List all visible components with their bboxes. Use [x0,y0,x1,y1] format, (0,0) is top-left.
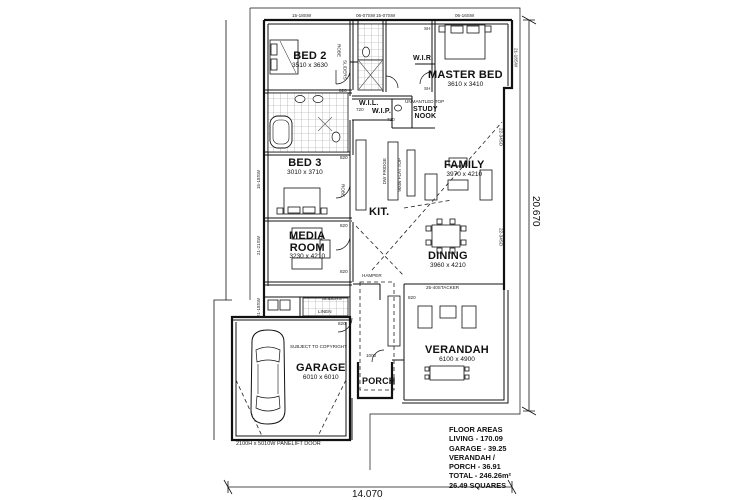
master-bed-name: MASTER BED [428,69,503,81]
flat-top-note: 900w FLAT TOP [397,158,402,192]
window-code-family-right2: 22-34SD [498,228,504,247]
dining-label: DINING 3960 x 4210 [428,250,468,269]
dining-name: DINING [428,250,468,262]
study-name: STUDY [413,106,438,113]
overall-width-dim: 14.070 [352,489,383,500]
wip-name: W.I.P. [372,108,391,115]
window-code-laundry-left: 21-18SW [256,298,261,318]
floor-area-squares: 26.49 SQUARES [449,480,507,490]
door-dim-5: 820 [340,223,348,228]
garage-label: GARAGE 6010 x 6010 [296,362,346,381]
media-room-name: MEDIA [289,230,326,242]
bed3-dims: 3010 x 3710 [287,168,323,176]
dw-fridge-note: DW FRIDGE [382,158,387,185]
bed3-name: BED 3 [288,157,322,169]
verandah-dims: 6100 x 4900 [439,355,475,363]
family-dims: 3970 x 4210 [446,170,483,178]
copyright-note: SUBJECT TO COPYRIGHT [290,344,347,349]
stacker-note: 25-40STACKER [426,285,460,290]
sh-note-2: SH [424,86,431,91]
family-name: FAMILY [444,159,485,171]
robe-note-bed2: ROBE [336,44,342,58]
floor-area-garage: GARAGE - 39.25 [449,443,507,453]
wil-name: W.I.L. [359,100,379,107]
wil-label: W.I.L. [359,100,378,107]
window-code-ens-top2: 15-07SW [376,13,396,18]
unmantled-top-note: UNMANTLED TOP [405,99,445,104]
hamper-note: HAMPER [362,273,382,278]
sliders-note-2: SLIDERS [322,296,342,301]
linen-note: LINEN [318,309,332,314]
porch-name: PORCH [362,376,396,386]
study-name2: NOOK [414,113,437,121]
bed2-dims: 3510 x 3630 [292,61,328,69]
wir-label: W.I.R. [413,55,433,62]
floor-area-total: TOTAL - 246.26m² [449,471,512,481]
media-room-name2: ROOM [289,241,325,254]
kitchen-label: KIT. [369,206,390,219]
floor-areas-block: FLOOR AREAS LIVING - 170.09 GARAGE - 39.… [449,425,511,490]
door-dim-6: 820 [340,269,348,274]
garage-door-note: 2100H x 5010W PANELIFT DOOR [236,441,321,447]
window-code-bed3-left: 15-18SW [256,170,261,190]
study-nook-label: STUDY NOOK [413,106,438,121]
porch-label: PORCH [362,376,396,386]
window-code-ens-top1: 06-07SW [356,13,376,18]
door-dim-3: 720 [356,107,364,112]
garage-name: GARAGE [296,362,346,374]
door-dim-9: 1000 [366,353,377,358]
family-label: FAMILY 3970 x 4210 [444,159,485,178]
wip-label: W.I.P. [372,108,391,115]
verandah-name: VERANDAH [425,344,489,356]
floor-area-porch: PORCH - 36.91 [449,462,501,472]
floor-area-living: LIVING - 170.09 [449,434,503,444]
sh-note-1: SH [424,26,431,31]
robe-note-bed3: ROBE [340,184,346,198]
door-dim-2: 820 [340,155,348,160]
door-dim-4: 720 [387,117,395,122]
media-room-dims: 3230 x 4210 [289,253,326,261]
master-bed-label: MASTER BED 3610 x 3410 [428,69,503,88]
master-bed-dims: 3610 x 3410 [447,80,484,88]
overall-depth-dim: 20.670 [530,196,541,227]
door-dim-8: 820 [408,295,416,300]
bed2-name: BED 2 [293,50,327,62]
window-code-family-right1: 22-34SD [498,128,504,147]
garage-dims: 6010 x 6010 [302,373,339,381]
floor-area-verandah: VERANDAH / [449,452,495,462]
window-code-bed2-top: 15-18SW [292,13,312,18]
bed3-label: BED 3 3010 x 3710 [287,157,323,176]
bed2-label: BED 2 3510 x 3630 [292,50,328,69]
verandah-label: VERANDAH 6100 x 4900 [425,344,489,363]
kitchen-name: KIT. [369,206,390,218]
window-code-media-left: 21-21SW [256,236,261,256]
dining-dims: 3960 x 4210 [429,261,466,269]
media-room-label: MEDIA ROOM 3230 x 4210 [289,230,326,261]
window-code-master-right: 21-18SW [513,48,519,68]
car-outline [250,329,286,425]
floor-areas-title: FLOOR AREAS [449,425,503,434]
wir-name: W.I.R. [413,55,434,62]
door-dim-7: 820 [338,321,346,326]
window-code-master-top: 06-16SW [455,13,475,18]
door-dim-1: 820 [339,88,347,93]
sliders-note-1: SLIDERS [342,60,348,80]
